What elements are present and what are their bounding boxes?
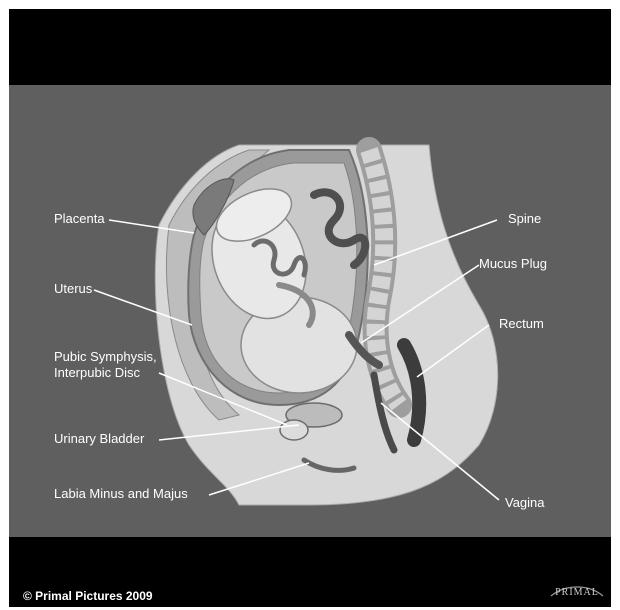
label-vagina: Vagina <box>505 495 545 511</box>
label-labia: Labia Minus and Majus <box>54 486 188 502</box>
label-uterus: Uterus <box>54 281 92 297</box>
label-placenta: Placenta <box>54 211 105 227</box>
label-pubic-symphysis: Pubic Symphysis, Interpubic Disc <box>54 349 204 381</box>
copyright-text: © Primal Pictures 2009 <box>23 589 153 603</box>
primal-logo: PRIMAL <box>547 578 607 602</box>
image-frame: Placenta Uterus Pubic Symphysis, Interpu… <box>9 9 611 607</box>
pubic-symphysis <box>280 420 308 440</box>
label-spine: Spine <box>508 211 541 227</box>
diagram-panel: Placenta Uterus Pubic Symphysis, Interpu… <box>9 85 611 537</box>
label-urinary-bladder: Urinary Bladder <box>54 431 144 447</box>
logo-text: PRIMAL <box>555 587 599 598</box>
label-mucus-plug: Mucus Plug <box>479 256 547 272</box>
label-rectum: Rectum <box>499 316 544 332</box>
anatomy-illustration <box>9 85 611 537</box>
